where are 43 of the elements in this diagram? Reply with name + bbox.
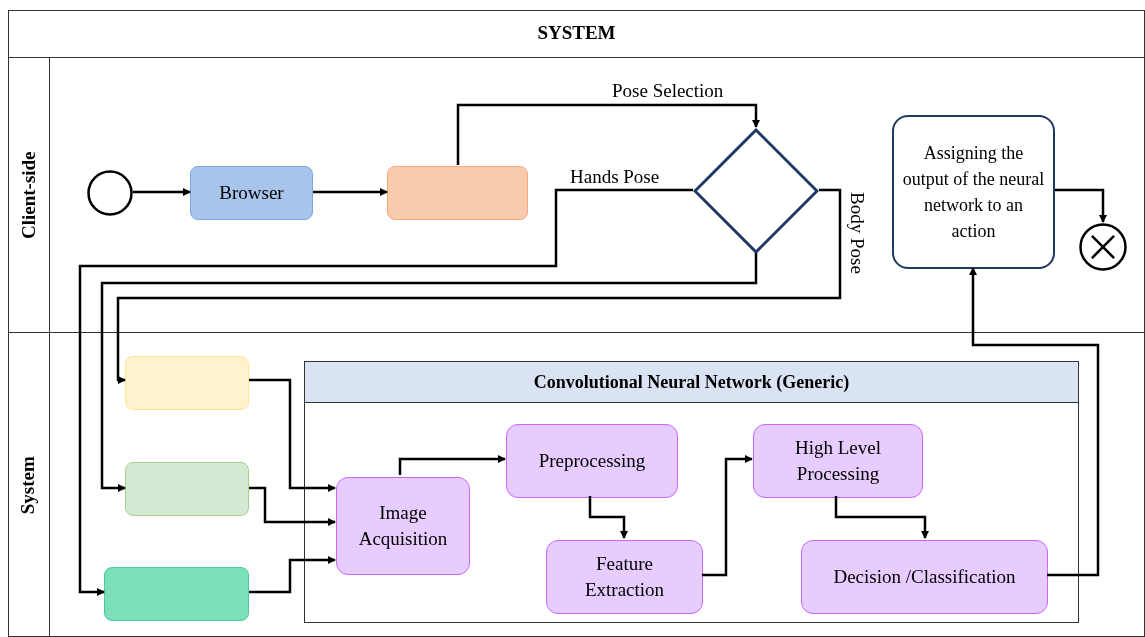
process-box bbox=[104, 567, 249, 621]
connector-arrow bbox=[249, 556, 336, 594]
connector-arrow bbox=[702, 455, 753, 577]
connector-arrow bbox=[133, 188, 191, 196]
process-box bbox=[387, 166, 528, 220]
process-box bbox=[125, 462, 249, 516]
connector-arrow bbox=[398, 455, 506, 475]
container-box bbox=[304, 361, 1079, 623]
process-box bbox=[506, 424, 678, 498]
connector-arrow bbox=[313, 188, 388, 196]
connector-arrow bbox=[249, 486, 336, 526]
connector-arrow bbox=[834, 496, 929, 539]
connector-arrow bbox=[78, 188, 693, 596]
connector-arrow bbox=[456, 103, 760, 165]
node-label: Decision /Classification bbox=[833, 565, 1016, 589]
end-circle bbox=[1079, 223, 1127, 271]
start-circle bbox=[87, 170, 133, 216]
node-label: High Level Processing bbox=[794, 436, 882, 486]
process-box bbox=[753, 424, 923, 498]
container-header: Convolutional Neural Network (Generic) bbox=[305, 362, 1078, 403]
node-label: Preprocessing bbox=[538, 449, 646, 473]
process-box bbox=[801, 540, 1048, 614]
node-label: Image Acquisition bbox=[357, 501, 449, 551]
process-box bbox=[190, 166, 313, 220]
decision-diamond bbox=[693, 128, 819, 254]
node-label: Browser bbox=[219, 181, 284, 205]
process-box bbox=[546, 540, 703, 614]
diagram-title: SYSTEM bbox=[536, 21, 617, 46]
lane-label: Client-side bbox=[16, 151, 40, 239]
process-box bbox=[892, 115, 1055, 269]
connector-arrow bbox=[588, 496, 628, 539]
connector-arrow bbox=[100, 253, 758, 492]
connector-arrow bbox=[116, 188, 842, 384]
lane-label: System bbox=[16, 455, 40, 515]
process-box bbox=[336, 477, 470, 575]
node-label: Assigning the output of the neural network to an action bbox=[902, 142, 1045, 243]
connector-arrow bbox=[969, 267, 1100, 577]
node-label: Feature Extraction bbox=[583, 552, 666, 602]
swimlane bbox=[8, 332, 1145, 637]
connector-arrow bbox=[249, 378, 336, 492]
connector-arrow bbox=[1055, 188, 1107, 223]
swimlane bbox=[8, 57, 1145, 332]
process-box bbox=[125, 356, 249, 410]
